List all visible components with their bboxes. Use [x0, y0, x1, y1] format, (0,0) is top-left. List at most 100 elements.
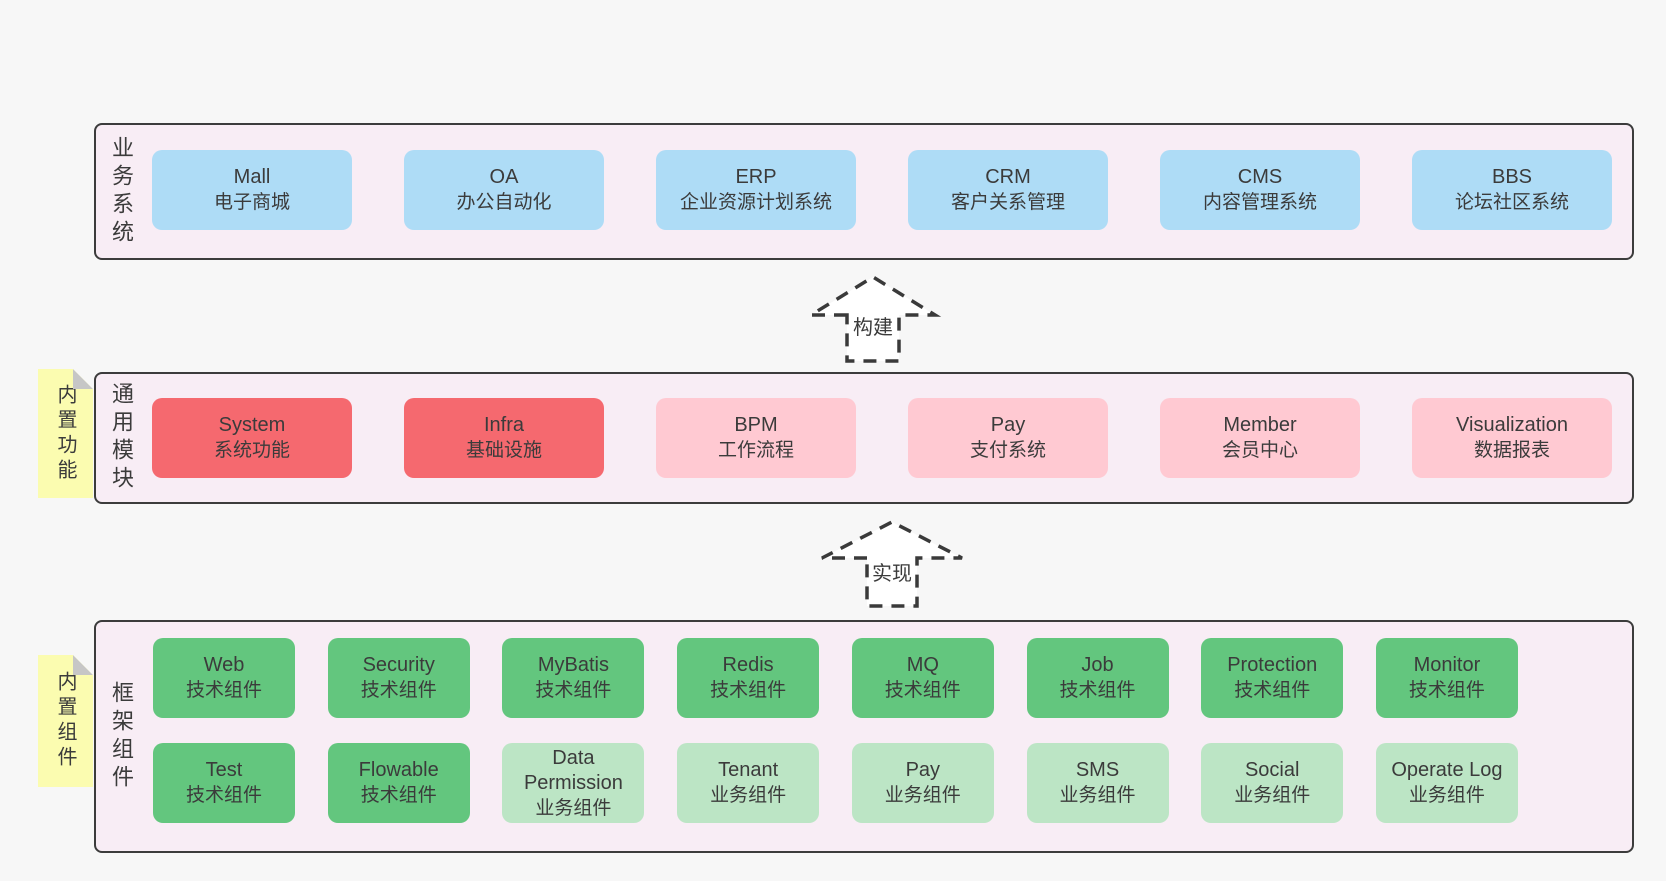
- box-bbs: BBS 论坛社区系统: [1412, 150, 1612, 230]
- box-subtitle: 客户关系管理: [950, 192, 1065, 213]
- box-subtitle: 企业资源计划系统: [679, 192, 832, 213]
- box-member: Member 会员中心: [1160, 398, 1360, 478]
- box-title: BBS: [1491, 166, 1533, 188]
- box-title: Redis: [722, 654, 774, 676]
- box-subtitle: 技术组件: [710, 680, 787, 701]
- implement-arrow-icon: 实现: [821, 520, 963, 608]
- sticky-built-in-components: 内置组件: [38, 655, 93, 787]
- box-subtitle: 内容管理系统: [1202, 192, 1317, 213]
- box-subtitle: 基础设施: [465, 440, 542, 461]
- up-arrow-outline: [821, 520, 963, 608]
- box-job: Job 技术组件: [1026, 638, 1169, 718]
- box-subtitle: 技术组件: [360, 785, 437, 806]
- box-protection: Protection 技术组件: [1201, 638, 1344, 718]
- box-pay: Pay 支付系统: [908, 398, 1108, 478]
- box-sms: SMS 业务组件: [1026, 743, 1169, 823]
- box-title: Job: [1081, 654, 1114, 676]
- box-bpm: BPM 工作流程: [656, 398, 856, 478]
- box-pay-component: Pay 业务组件: [851, 743, 994, 823]
- box-title: Security: [362, 654, 435, 676]
- framework-components-row-2: Test 技术组件 Flowable 技术组件 Data Permission …: [153, 743, 1518, 823]
- panel-label-business-systems: 业务系统: [109, 135, 134, 248]
- box-redis: Redis 技术组件: [677, 638, 820, 718]
- box-tenant: Tenant 业务组件: [677, 743, 820, 823]
- box-oa: OA 办公自动化: [404, 150, 604, 230]
- box-social: Social 业务组件: [1201, 743, 1344, 823]
- box-title: Operate Log: [1391, 759, 1503, 781]
- box-subtitle: 技术组件: [185, 785, 262, 806]
- box-flowable: Flowable 技术组件: [327, 743, 470, 823]
- box-visualization: Visualization 数据报表: [1412, 398, 1612, 478]
- box-subtitle: 技术组件: [1234, 680, 1311, 701]
- box-subtitle: 业务组件: [535, 797, 612, 819]
- box-subtitle: 技术组件: [884, 680, 961, 701]
- panel-framework-components: 框架组件 Web 技术组件 Security 技术组件 MyBatis 技术组件…: [94, 620, 1634, 853]
- box-title: SMS: [1075, 759, 1120, 781]
- box-subtitle: 论坛社区系统: [1454, 192, 1569, 213]
- box-erp: ERP 企业资源计划系统: [656, 150, 856, 230]
- box-data-permission: Data Permission 业务组件: [502, 743, 645, 823]
- box-title: Protection: [1227, 654, 1318, 676]
- box-subtitle: 业务组件: [710, 785, 787, 806]
- box-title: CMS: [1237, 166, 1283, 188]
- box-subtitle: 办公自动化: [456, 192, 552, 213]
- box-mq: MQ 技术组件: [851, 638, 994, 718]
- sticky-built-in-features: 内置功能: [38, 369, 93, 498]
- framework-components-row-1: Web 技术组件 Security 技术组件 MyBatis 技术组件 Redi…: [153, 638, 1518, 718]
- box-subtitle: 支付系统: [969, 440, 1046, 461]
- box-infra: Infra 基础设施: [404, 398, 604, 478]
- box-subtitle: 业务组件: [1408, 785, 1485, 806]
- common-modules-row: System 系统功能 Infra 基础设施 BPM 工作流程 Pay 支付系统…: [152, 398, 1612, 478]
- box-title: Social: [1244, 759, 1300, 781]
- box-title: Test: [205, 759, 243, 781]
- box-crm: CRM 客户关系管理: [908, 150, 1108, 230]
- box-title: BPM: [734, 414, 778, 436]
- box-subtitle: 电子商城: [213, 192, 290, 213]
- box-title: Visualization: [1456, 414, 1568, 436]
- box-title: Tenant: [718, 759, 779, 781]
- box-subtitle: 会员中心: [1221, 440, 1298, 461]
- build-arrow-icon: 构建: [804, 274, 942, 363]
- box-subtitle: 工作流程: [717, 440, 794, 461]
- box-title: OA: [489, 166, 519, 188]
- panel-common-modules: 通用模块 System 系统功能 Infra 基础设施 BPM 工作流程 Pay…: [94, 372, 1634, 504]
- box-title: Data Permission: [523, 746, 623, 794]
- up-arrow-outline: [804, 274, 942, 363]
- box-subtitle: 业务组件: [1234, 785, 1311, 806]
- box-cms: CMS 内容管理系统: [1160, 150, 1360, 230]
- box-title: MyBatis: [537, 654, 609, 676]
- box-title: Member: [1223, 414, 1297, 436]
- box-test: Test 技术组件: [153, 743, 295, 823]
- panel-label-framework-components: 框架组件: [109, 680, 134, 793]
- box-title: Pay: [905, 759, 941, 781]
- business-systems-row: Mall 电子商城 OA 办公自动化 ERP 企业资源计划系统 CRM 客户关系…: [152, 150, 1612, 230]
- box-title: CRM: [985, 166, 1031, 188]
- box-title: MQ: [906, 654, 939, 676]
- box-title: Pay: [990, 414, 1026, 436]
- box-subtitle: 技术组件: [185, 680, 262, 701]
- box-title: System: [218, 414, 286, 436]
- box-subtitle: 业务组件: [884, 785, 961, 806]
- implement-arrow-label: 实现: [872, 562, 912, 585]
- box-web: Web 技术组件: [153, 638, 295, 718]
- box-subtitle: 业务组件: [1059, 785, 1136, 806]
- panel-label-common-modules: 通用模块: [109, 382, 134, 494]
- build-arrow-label: 构建: [853, 316, 893, 339]
- box-system: System 系统功能: [152, 398, 352, 478]
- panel-business-systems: 业务系统 Mall 电子商城 OA 办公自动化 ERP 企业资源计划系统 CRM…: [94, 123, 1634, 260]
- box-title: Mall: [233, 166, 271, 188]
- box-subtitle: 技术组件: [360, 680, 437, 701]
- box-operate-log: Operate Log 业务组件: [1375, 743, 1518, 823]
- box-title: Monitor: [1413, 654, 1481, 676]
- box-security: Security 技术组件: [327, 638, 470, 718]
- box-mybatis: MyBatis 技术组件: [502, 638, 645, 718]
- box-subtitle: 技术组件: [1408, 680, 1485, 701]
- box-title: Infra: [483, 414, 525, 436]
- box-title: Web: [203, 654, 245, 676]
- box-subtitle: 数据报表: [1473, 440, 1550, 461]
- box-subtitle: 技术组件: [1059, 680, 1136, 701]
- box-monitor: Monitor 技术组件: [1375, 638, 1518, 718]
- box-title: ERP: [735, 166, 777, 188]
- box-subtitle: 系统功能: [213, 440, 290, 461]
